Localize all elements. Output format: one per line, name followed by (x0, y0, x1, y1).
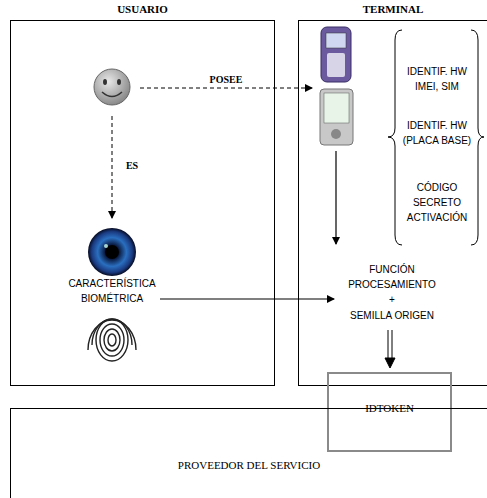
box-heading: TERMINAL (299, 3, 487, 15)
device-arrow (335, 151, 336, 244)
code-label: CÓDIGO SECRETO ACTIVACIÓN (397, 180, 477, 225)
pda-device (320, 89, 353, 145)
biometric-arrow (160, 298, 334, 299)
iris-image (88, 228, 136, 276)
hw-id-label: IDENTIF. HW (PLACA BASE) (397, 118, 477, 148)
function-label: FUNCIÓN PROCESAMIENTO (337, 262, 447, 292)
right-brace (471, 30, 484, 245)
box-label: PROVEEDOR DEL SERVICIO (11, 459, 487, 471)
biometric-label: CARACTERÍSTICA BIOMÉTRICA (47, 276, 177, 306)
provider-box: PROVEEDOR DEL SERVICIO (10, 408, 487, 498)
es-arrow (112, 116, 113, 218)
function-label: + (372, 292, 412, 307)
left-brace (388, 30, 402, 245)
box-heading: USUARIO (11, 3, 274, 15)
fingerprint-image (88, 319, 136, 361)
idtoken-box: IDTOKEN (327, 372, 452, 452)
user-face (94, 69, 130, 105)
mobile-phone (321, 27, 351, 82)
hw-id-label: IDENTIF. HW IMEI, SIM (397, 64, 477, 94)
posee-arrow (140, 88, 312, 89)
double-arrow (385, 330, 395, 368)
relation-label: ES (117, 158, 147, 173)
function-label: SEMILLA ORIGEN (337, 308, 447, 323)
relation-label: POSEE (196, 72, 256, 87)
